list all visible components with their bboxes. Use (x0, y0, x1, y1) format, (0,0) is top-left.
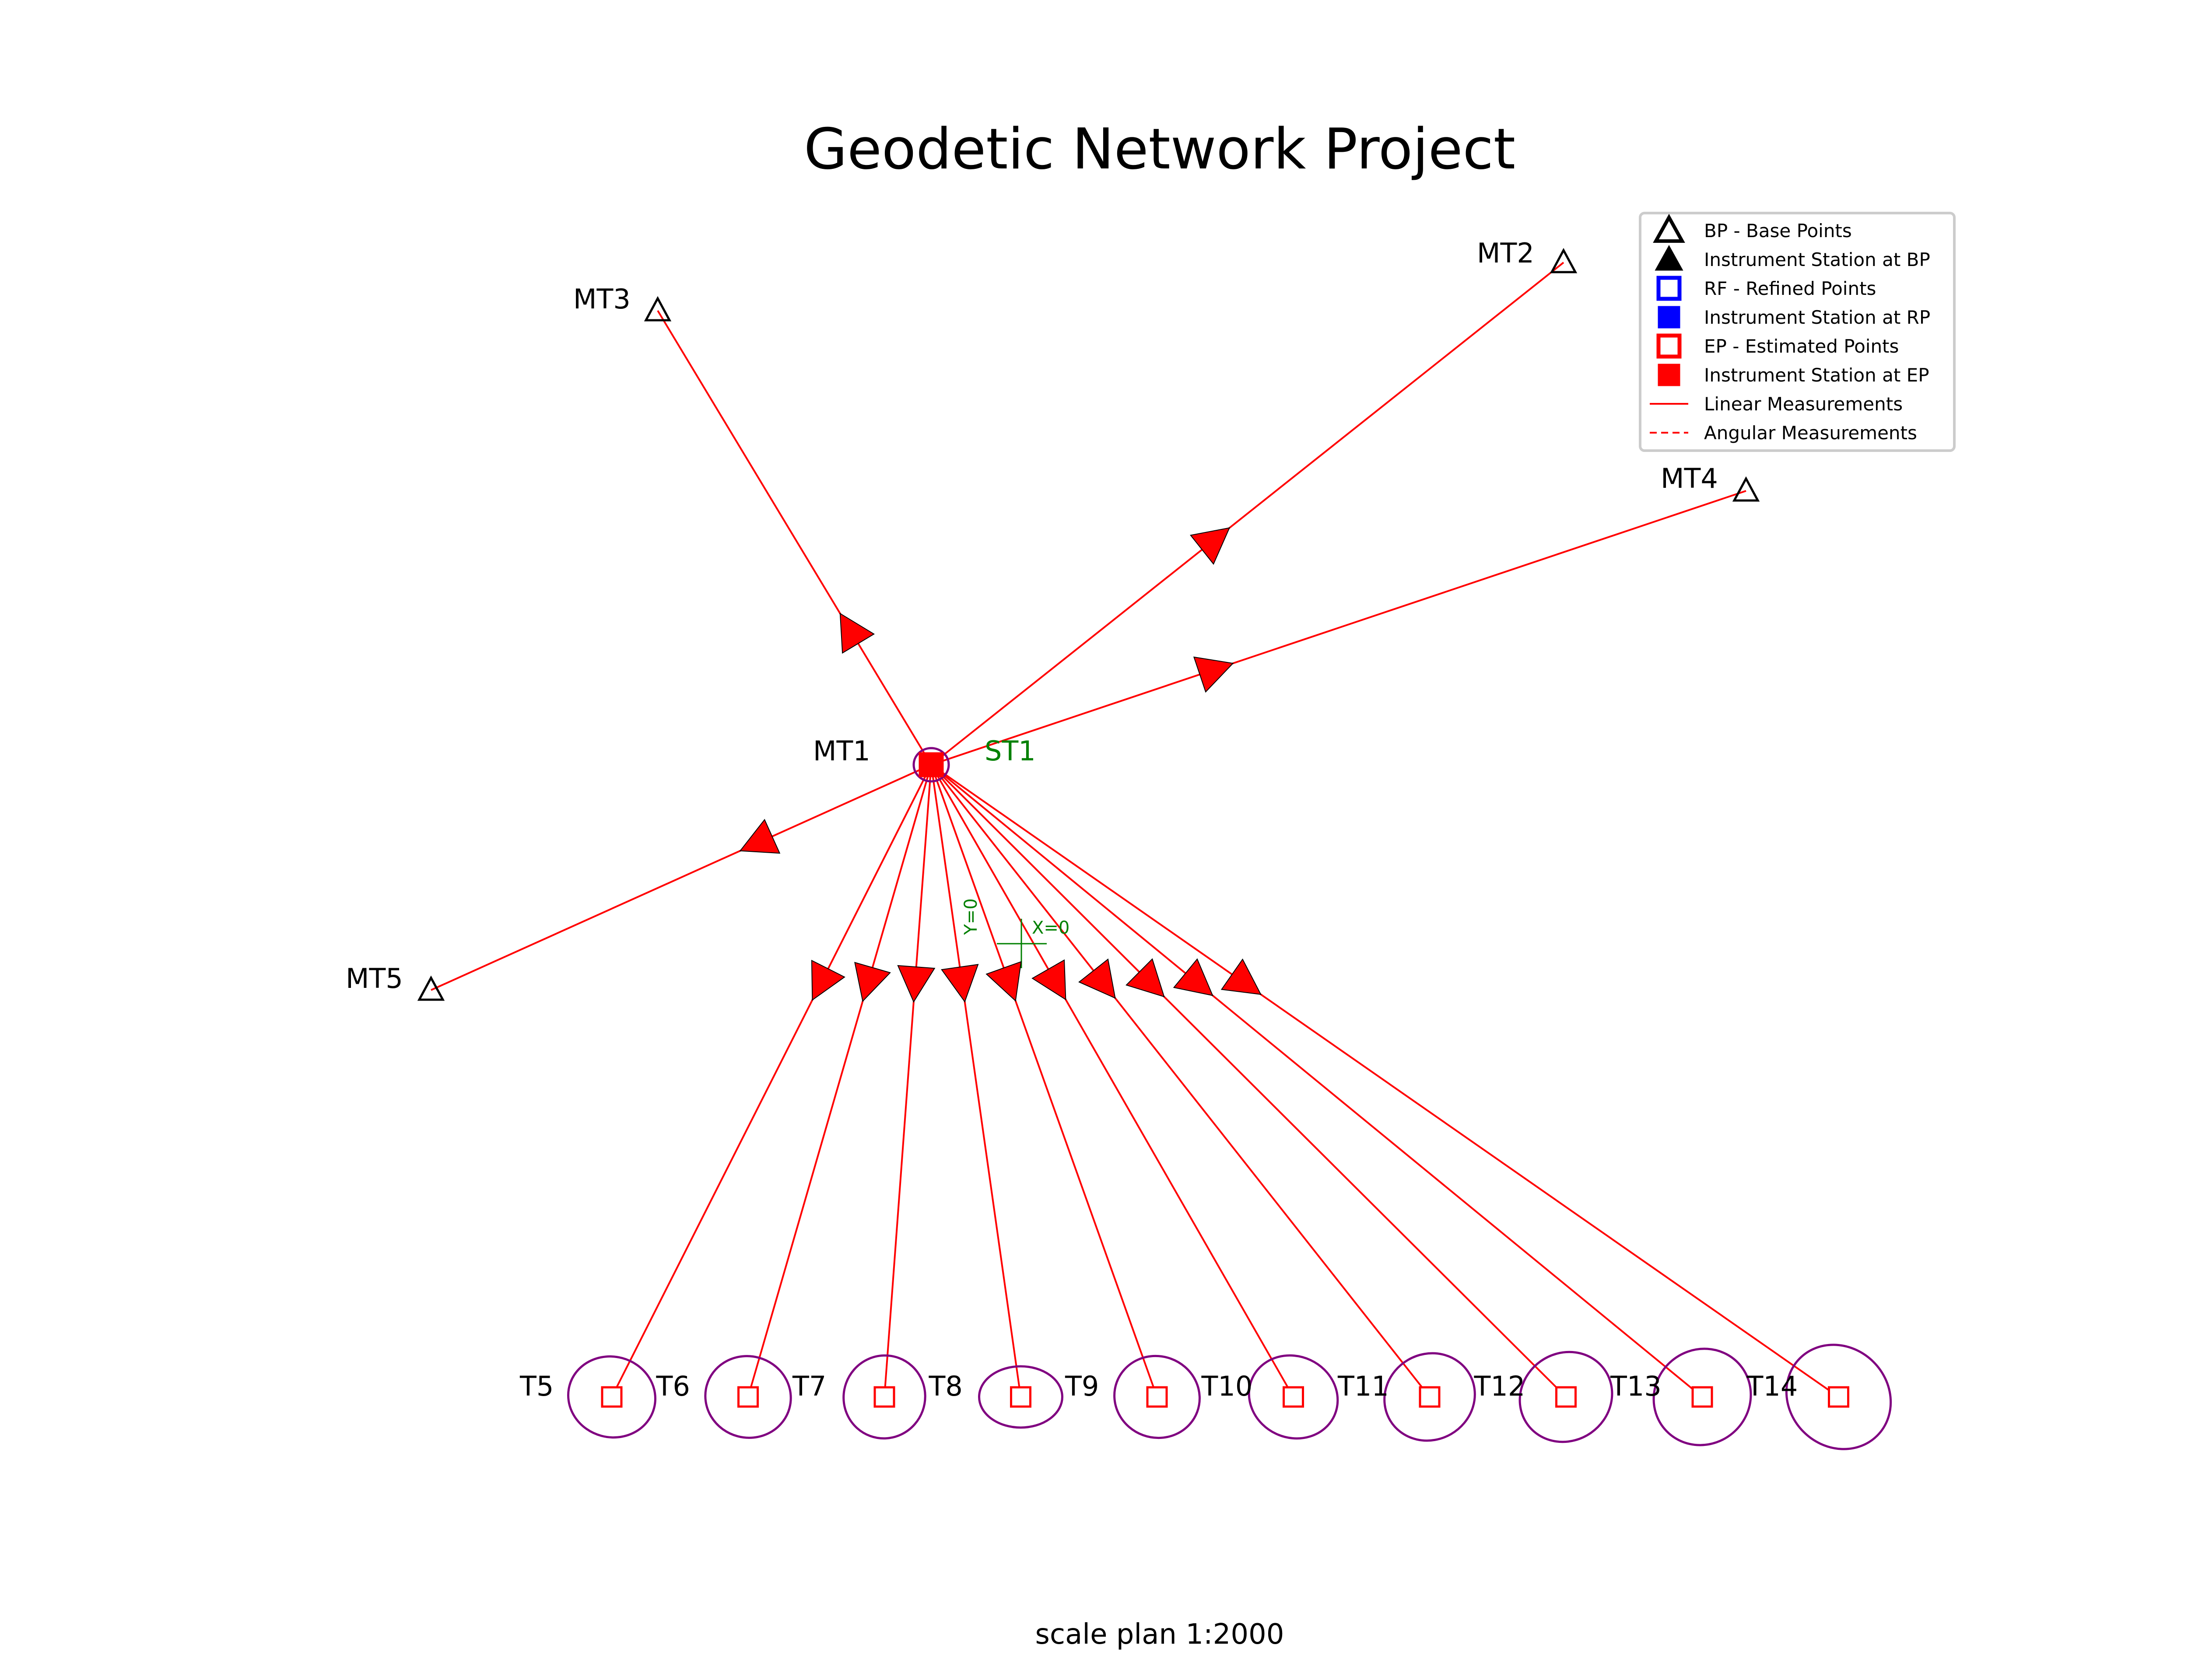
arrow-t11 (1078, 958, 1116, 999)
arrow-t10 (1031, 959, 1066, 1001)
measurement-line-mt4 (931, 490, 1746, 766)
estimated-point-label-t6: T6 (656, 1370, 690, 1402)
estimated-point-label-t13: T13 (1610, 1370, 1662, 1402)
error-ellipse-t8 (978, 1365, 1063, 1429)
arrow-t14 (1220, 958, 1262, 995)
base-point-mt3 (644, 296, 672, 322)
base-point-mt4 (1732, 476, 1760, 502)
arrow-t9 (985, 961, 1022, 1002)
measurement-lines (431, 262, 1839, 1398)
measurement-line-mt3 (657, 310, 932, 766)
station-name-label: ST1 (985, 735, 1036, 767)
measurement-line-t13 (930, 764, 1703, 1398)
estimated-point-t7 (873, 1386, 895, 1408)
measurement-line-t7 (884, 764, 932, 1397)
measurement-line-t8 (930, 764, 1022, 1397)
error-ellipse-t12 (1518, 1351, 1613, 1443)
measurement-line-mt5 (431, 764, 932, 991)
estimated-point-label-t10: T10 (1201, 1370, 1253, 1402)
arrow-mt3 (839, 612, 875, 654)
legend-box (1639, 212, 1956, 452)
error-ellipse-t13 (1652, 1348, 1752, 1446)
base-point-label-mt3: MT3 (573, 283, 631, 315)
direction-arrows (739, 527, 1262, 1003)
measurement-line-t14 (930, 764, 1839, 1398)
estimated-point-t6 (737, 1386, 759, 1408)
estimated-point-t14 (1828, 1386, 1849, 1408)
estimated-point-label-t11: T11 (1337, 1370, 1389, 1402)
error-ellipse-t10 (1248, 1354, 1339, 1440)
measurement-line-mt2 (930, 262, 1564, 766)
station-point-label: MT1 (813, 735, 870, 767)
estimated-point-label-t7: T7 (792, 1370, 826, 1402)
error-ellipse-t7 (842, 1354, 926, 1440)
legend-label-2: RF - Refined Points (1704, 278, 1876, 299)
legend-symbol-0 (1653, 214, 1685, 243)
base-point-mt2 (1550, 248, 1578, 273)
legend-symbol-5 (1658, 364, 1680, 386)
base-point-label-mt2: MT2 (1477, 237, 1534, 269)
base-point-mt5 (417, 975, 445, 1001)
arrow-t6 (854, 962, 891, 1002)
measurement-line-t11 (930, 764, 1431, 1398)
measurement-line-t5 (611, 764, 932, 1397)
arrow-t12 (1126, 958, 1165, 998)
error-ellipse-t6 (704, 1355, 792, 1439)
legend-label-1: Instrument Station at BP (1704, 249, 1930, 270)
legend-label-5: Instrument Station at EP (1704, 364, 1929, 386)
measurement-line-t9 (930, 764, 1158, 1397)
estimated-point-t5 (601, 1386, 623, 1408)
estimated-point-label-t5: T5 (519, 1370, 554, 1402)
estimated-point-label-t14: T14 (1746, 1370, 1798, 1402)
base-point-label-mt5: MT5 (346, 962, 403, 994)
error-ellipse-t14 (1785, 1344, 1892, 1450)
arrow-t5 (811, 959, 845, 1001)
error-ellipse-t11 (1383, 1352, 1476, 1442)
legend-label-6: Linear Measurements (1704, 393, 1903, 415)
measurement-line-t10 (930, 764, 1294, 1397)
estimated-point-t8 (1010, 1386, 1031, 1408)
estimated-point-t12 (1555, 1386, 1577, 1408)
network-points (417, 248, 1849, 1408)
arrow-t13 (1173, 958, 1213, 996)
estimated-point-label-t8: T8 (929, 1370, 963, 1402)
arrow-mt4 (1193, 656, 1234, 693)
scale-label: scale plan 1:2000 (1035, 1618, 1284, 1651)
legend-symbol-1 (1655, 245, 1683, 271)
legend-symbol-3 (1658, 306, 1680, 329)
arrow-mt2 (1189, 527, 1231, 565)
diagram-title: Geodetic Network Project (804, 117, 1515, 182)
estimated-point-t13 (1691, 1386, 1713, 1408)
legend-symbol-2 (1656, 276, 1682, 301)
estimated-point-t11 (1419, 1386, 1441, 1408)
error-ellipse-t9 (1113, 1354, 1201, 1439)
error-ellipses (567, 747, 1892, 1450)
legend-label-0: BP - Base Points (1704, 220, 1852, 242)
error-ellipse-t5 (567, 1355, 656, 1439)
y-axis-label: Y=0 (961, 898, 981, 935)
arrow-t7 (897, 965, 936, 1003)
legend-symbol-4 (1656, 333, 1682, 359)
instrument-station-marker (919, 752, 944, 777)
arrow-mt5 (739, 819, 781, 854)
measurement-line-t6 (747, 764, 932, 1397)
legend-label-7: Angular Measurements (1704, 422, 1917, 444)
estimated-point-label-t9: T9 (1065, 1370, 1099, 1402)
legend-label-3: Instrument Station at RP (1704, 307, 1930, 328)
arrow-t8 (941, 964, 979, 1003)
estimated-point-t9 (1146, 1386, 1168, 1408)
estimated-point-t10 (1283, 1386, 1304, 1408)
legend-label-4: EP - Estimated Points (1704, 336, 1899, 357)
measurement-line-t12 (930, 764, 1567, 1398)
estimated-point-label-t12: T12 (1474, 1370, 1525, 1402)
station-ellipse (912, 747, 950, 783)
base-point-label-mt4: MT4 (1661, 462, 1718, 494)
x-axis-label: X=0 (1032, 918, 1069, 938)
